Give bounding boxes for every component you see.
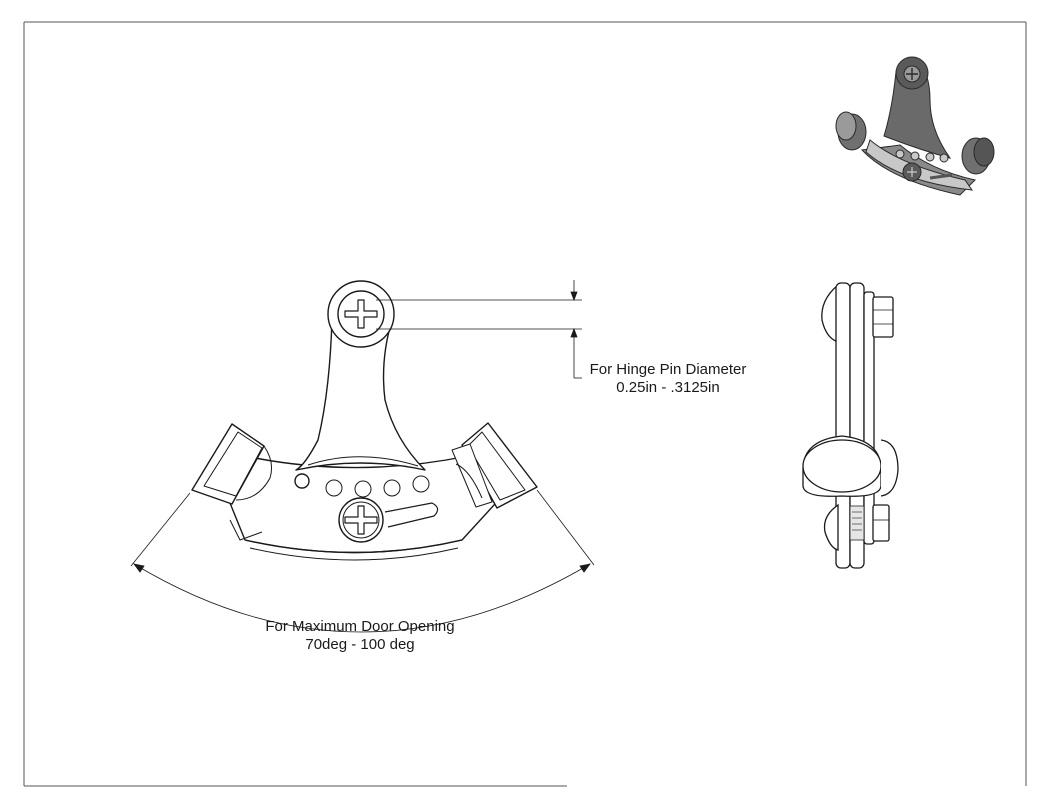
left-bumper xyxy=(191,423,272,505)
door-opening-note-title: For Maximum Door Opening xyxy=(265,618,455,635)
door-opening-note-range: 70deg - 100 deg xyxy=(305,636,415,653)
door-opening-note: For Maximum Door Opening 70deg - 100 deg xyxy=(250,618,470,654)
hinge-arm xyxy=(295,317,426,471)
hinge-pin-note: For Hinge Pin Diameter 0.25in - .3125in xyxy=(583,361,753,397)
isometric-view xyxy=(835,56,995,196)
front-view xyxy=(191,280,538,561)
hinge-pin-dimension xyxy=(376,280,582,379)
phillips-screw-top xyxy=(344,299,378,329)
hinge-pin-note-title: For Hinge Pin Diameter xyxy=(589,361,747,378)
side-view xyxy=(802,282,899,569)
hinge-pin-note-range: 0.25in - .3125in xyxy=(616,379,720,396)
sheet-border xyxy=(23,21,1027,787)
door-opening-dimension xyxy=(130,489,595,633)
right-bumper xyxy=(451,422,538,509)
